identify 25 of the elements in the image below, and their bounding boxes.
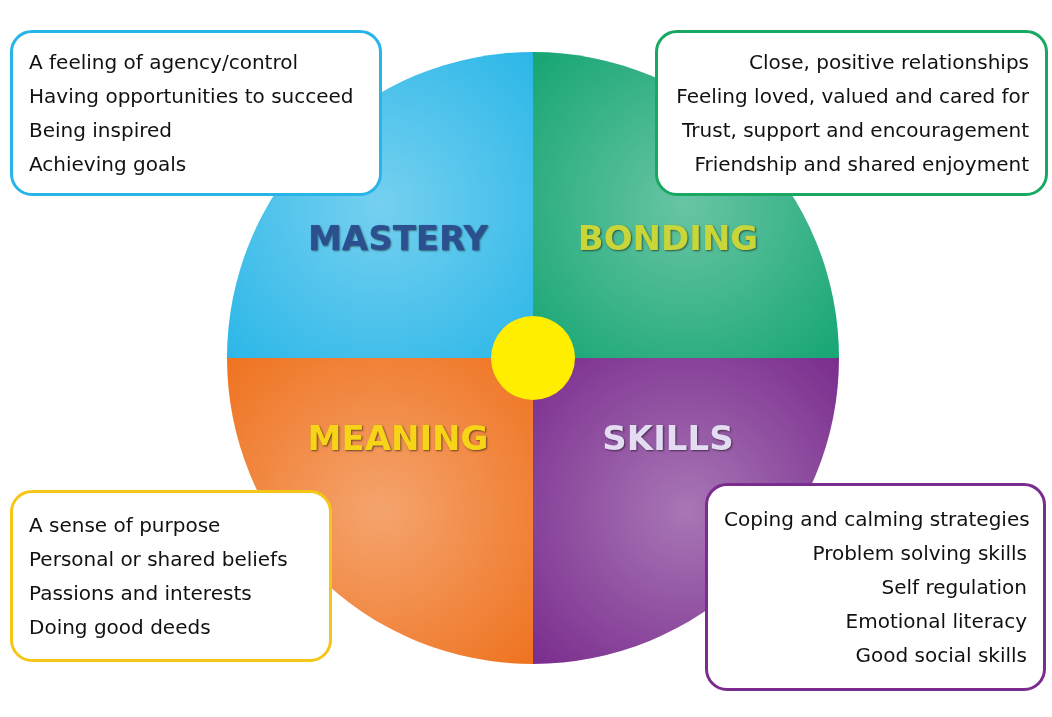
bullet-text: Having opportunities to succeed	[29, 83, 355, 110]
bullet-text: Good social skills	[854, 642, 1027, 669]
bullet-text: Personal or shared beliefs	[29, 546, 289, 573]
segment-heading: BONDING	[577, 218, 759, 258]
bullet-text: Friendship and shared enjoyment	[693, 151, 1029, 178]
bullet-text: Emotional literacy	[844, 608, 1027, 635]
callout-box	[10, 30, 382, 196]
segment-heading: SKILLS	[602, 418, 734, 458]
bullet-text: Close, positive relationships	[748, 49, 1029, 76]
bullet-text: Trust, support and encouragement	[681, 117, 1029, 144]
segment-heading: MASTERY	[308, 218, 488, 258]
callout-box	[655, 30, 1048, 196]
callout-box	[10, 490, 332, 662]
bullet-text: Problem solving skills	[811, 540, 1027, 567]
bullet-text: A feeling of agency/control	[29, 49, 299, 76]
segment-heading: MEANING	[307, 418, 489, 458]
bullet-text: Passions and interests	[29, 580, 253, 607]
bullet-text: Doing good deeds	[29, 614, 212, 641]
bullet-text: Being inspired	[29, 117, 173, 144]
bullet-text: Coping and calming strategies	[724, 506, 1027, 533]
bullet-text: Feeling loved, valued and cared for	[675, 83, 1029, 110]
bullet-text: Self regulation	[880, 574, 1027, 601]
bullet-text: Achieving goals	[29, 151, 188, 178]
callout-box	[705, 483, 1046, 691]
bullet-text: A sense of purpose	[29, 512, 222, 539]
